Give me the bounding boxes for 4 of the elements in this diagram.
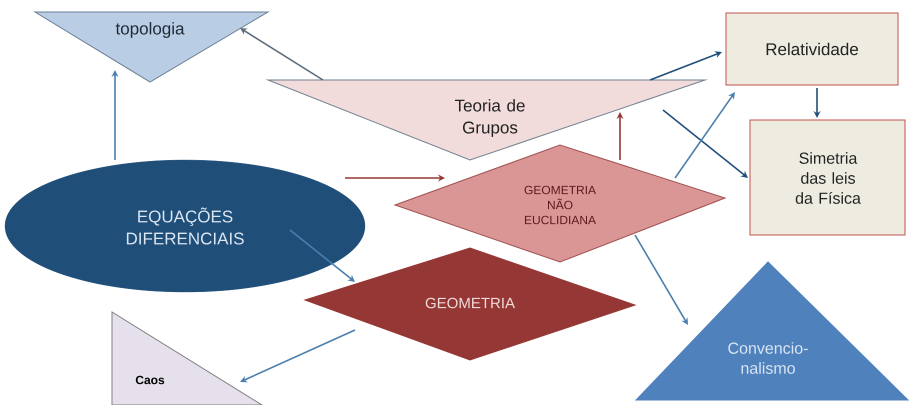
- process-box: Relatividade: [726, 12, 898, 86]
- arrow: [290, 229, 355, 282]
- arrow: [662, 109, 748, 178]
- process-box: Simetria das leis da Física: [750, 120, 906, 236]
